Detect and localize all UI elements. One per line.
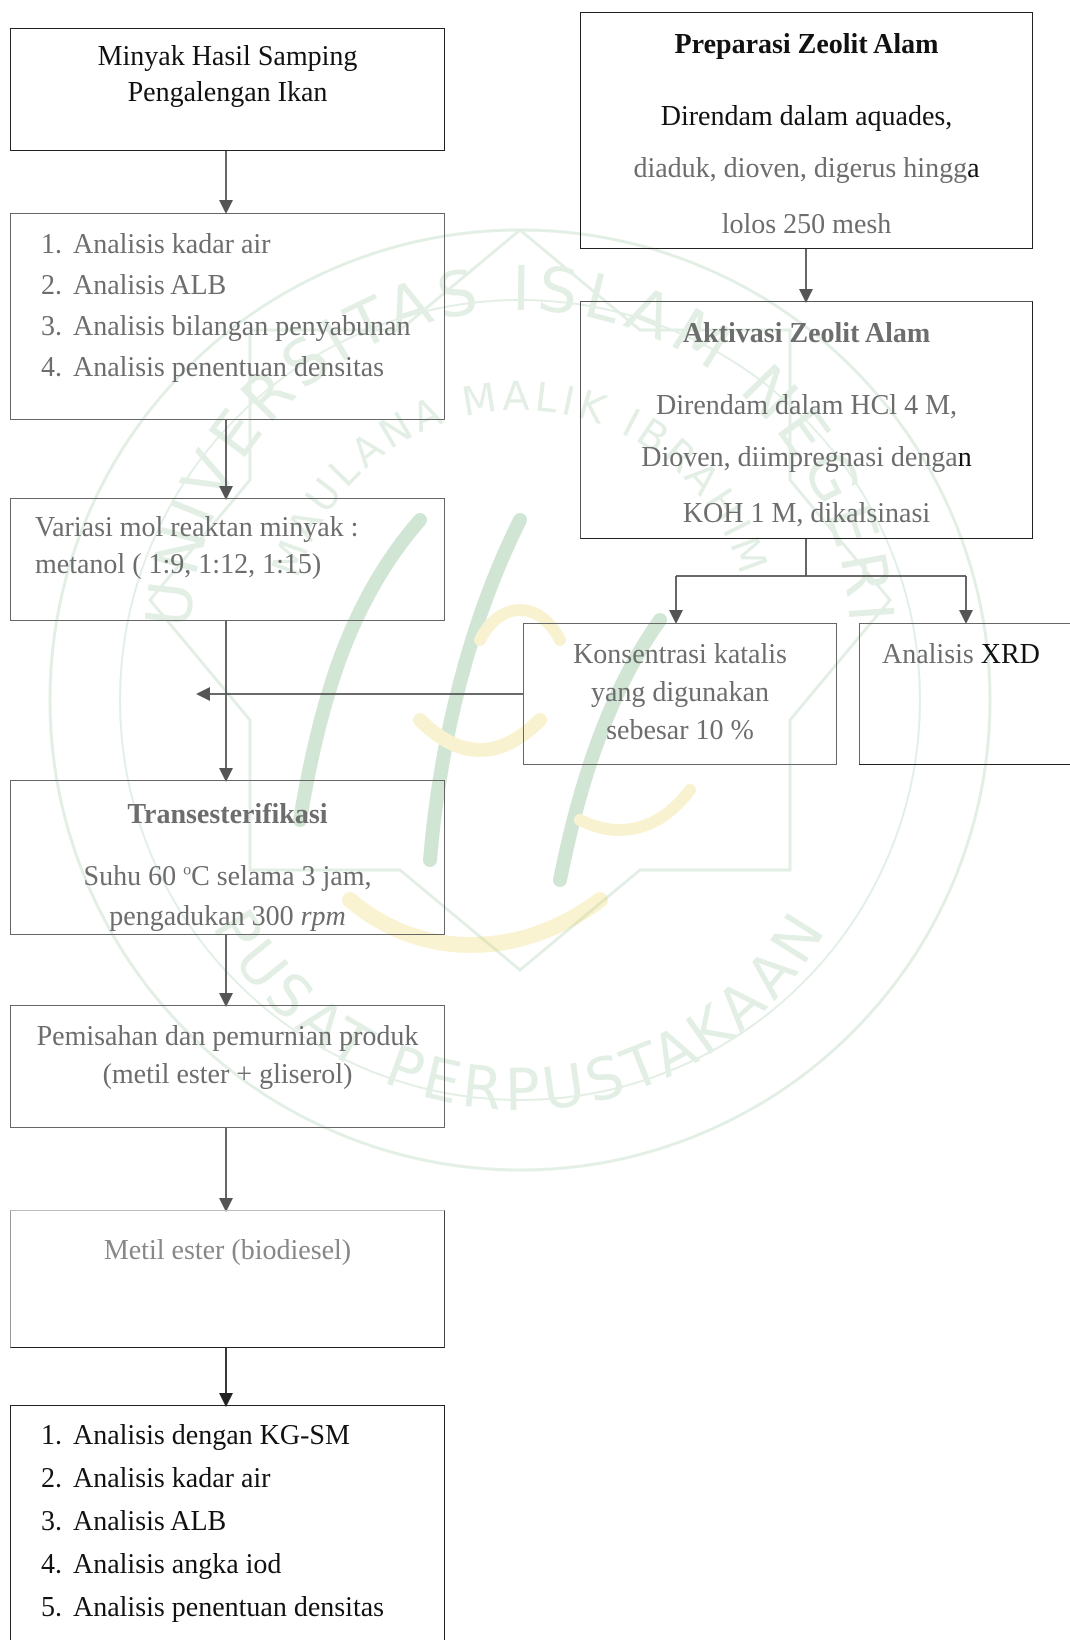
box-preparasi-zeolit: Preparasi Zeolit Alam Direndam dalam aqu… [580,12,1033,249]
box-analisis-biodiesel: Analisis dengan KG-SM Analisis kadar air… [10,1405,445,1640]
list-item: Analisis dengan KG-SM [69,1414,444,1457]
xrd-prefix: Analisis [882,639,981,670]
box-variasi-mol: Variasi mol reaktan minyak : metanol ( 1… [10,498,445,621]
variasi-text: Variasi mol reaktan minyak : metanol ( 1… [35,512,359,580]
preparasi-line3: lolos 250 mesh [721,209,892,240]
preparasi-line1: Direndam dalam aquades, [660,101,953,132]
aktivasi-title: Aktivasi Zeolit Alam [682,318,931,349]
list-item: Analisis angka iod [69,1543,444,1586]
connector-aktivasi-split [676,539,807,577]
trans-title: Transesterifikasi [127,799,328,830]
analisis-bahan-list: Analisis kadar air Analisis ALB Analisis… [11,224,444,388]
list-item: Analisis ALB [69,265,444,306]
preparasi-title: Preparasi Zeolit Alam [674,29,939,60]
minyak-line1: Minyak Hasil Samping [97,41,358,72]
xrd-bottom-line [859,764,1070,765]
box-pemisahan-pemurnian: Pemisahan dan pemurnian produk (metil es… [10,1005,445,1128]
list-item: Analisis kadar air [69,224,444,265]
box-transesterifikasi: Transesterifikasi Suhu 60 oC selama 3 ja… [10,780,445,935]
list-item: Analisis kadar air [69,1457,444,1500]
analisis-biodiesel-list: Analisis dengan KG-SM Analisis kadar air… [11,1414,444,1629]
xrd-suffix: XRD [980,639,1040,670]
aktivasi-line2: Dioven, diimpregnasi dengan [641,442,972,473]
pemisahan-text: Pemisahan dan pemurnian produk (metil es… [36,1021,419,1090]
box-minyak-hasil-samping: Minyak Hasil Samping Pengalengan Ikan [10,28,445,151]
trans-line2: pengadukan 300 rpm [109,901,346,932]
konsentrasi-line2: yang digunakan [590,677,770,708]
list-item: Analisis penentuan densitas [69,347,444,388]
aktivasi-line1: Direndam dalam HCl 4 M, [656,390,957,421]
list-item: Analisis penentuan densitas [69,1586,444,1629]
box-analisis-bahan: Analisis kadar air Analisis ALB Analisis… [10,213,445,420]
box-aktivasi-zeolit: Aktivasi Zeolit Alam Direndam dalam HCl … [580,301,1033,539]
aktivasi-line3: KOH 1 M, dikalsinasi [682,498,931,529]
trans-line1: Suhu 60 oC selama 3 jam, [83,861,372,892]
metil-text: Metil ester (biodiesel) [103,1235,352,1266]
konsentrasi-line3: sebesar 10 % [606,715,754,746]
konsentrasi-line1: Konsentrasi katalis [573,639,787,670]
box-metil-ester: Metil ester (biodiesel) [10,1210,445,1348]
box-analisis-xrd: Analisis XRD [859,623,1070,765]
preparasi-line2: diaduk, dioven, digerus hingga [633,153,980,184]
list-item: Analisis ALB [69,1500,444,1543]
box-konsentrasi-katalis: Konsentrasi katalis yang digunakan sebes… [523,623,837,765]
list-item: Analisis bilangan penyabunan [69,306,444,347]
minyak-line2: Pengalengan Ikan [127,77,328,108]
